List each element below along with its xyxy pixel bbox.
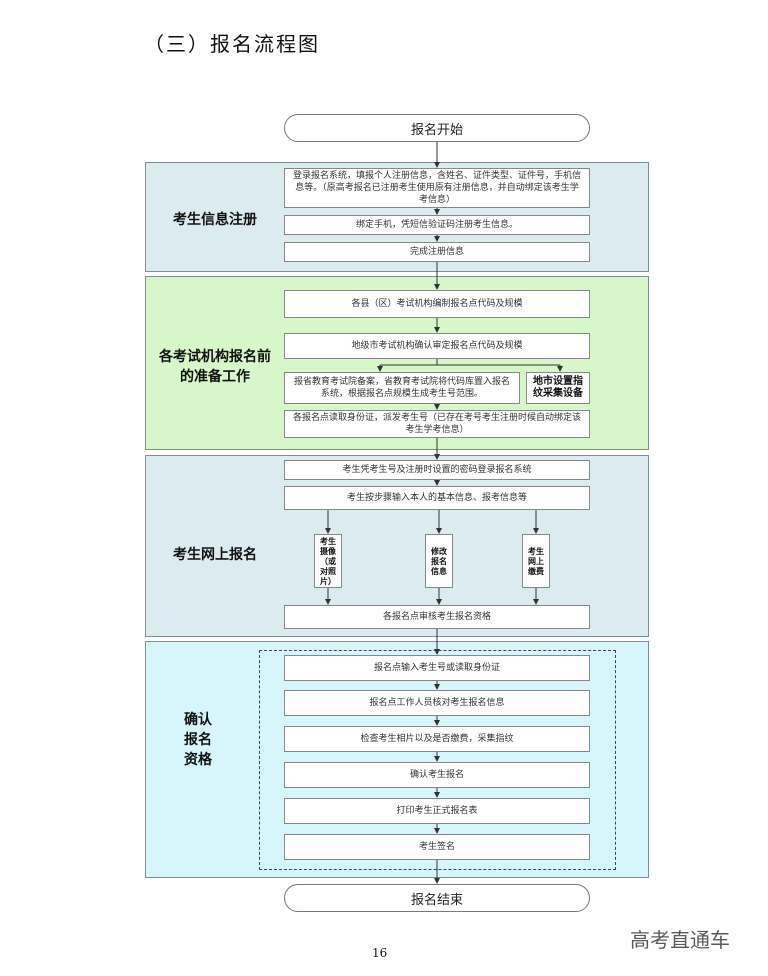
- step-photo: 考生摄像（或对照片）: [314, 534, 342, 588]
- step-login-system: 考生凭考生号及注册时设置的密码登录报名系统: [284, 460, 590, 480]
- step-sign: 考生签名: [284, 834, 590, 860]
- step-print-form: 打印考生正式报名表: [284, 798, 590, 824]
- step-fingerprint-device: 地市设置指纹采集设备: [526, 372, 590, 404]
- section-preparation-label: 各考试机构报名前的准备工作: [159, 349, 271, 385]
- step-review-eligibility: 各报名点审核考生报名资格: [284, 605, 590, 629]
- page-number: 16: [372, 946, 388, 960]
- step-online-payment: 考生网上缴费: [522, 534, 550, 588]
- step-login-register: 登录报名系统，填报个人注册信息，含姓名、证件类型、证件号，手机信息等。（原高考报…: [284, 168, 590, 208]
- start-terminal: 报名开始: [284, 114, 590, 142]
- step-complete-registration: 完成注册信息: [284, 242, 590, 262]
- step-modify-info: 修改报名信息: [425, 534, 453, 588]
- end-terminal: 报名结束: [284, 884, 590, 912]
- step-verify-info: 报名点工作人员核对考生报名信息: [284, 690, 590, 716]
- page-heading: （三）报名流程图: [144, 32, 320, 56]
- step-county-codes: 各县（区）考试机构编制报名点代码及规模: [284, 290, 590, 318]
- section-confirmation-label: 确认报名资格: [184, 712, 212, 768]
- step-city-confirm: 地级市考试机构确认审定报名点代码及规模: [284, 333, 590, 359]
- step-issue-exam-number: 各报名点读取身份证，派发考生号（已存在考号考生注册时候自动绑定该考生学考信息）: [284, 410, 590, 438]
- step-confirm-signup: 确认考生报名: [284, 762, 590, 788]
- step-input-info: 考生按步骤输入本人的基本信息、报考信息等: [284, 486, 590, 510]
- step-bind-phone: 绑定手机，凭短信验证码注册考生信息。: [284, 215, 590, 235]
- step-input-id: 报名点输入考生号或读取身份证: [284, 655, 590, 681]
- watermark-text: 高考直通车: [630, 928, 730, 952]
- section-registration-label: 考生信息注册: [173, 212, 257, 228]
- step-province-filing: 报省教育考试院备案，省教育考试院将代码库置入报名系统，根据报名点规模生成考生号范…: [284, 372, 520, 404]
- section-online-signup-label: 考生网上报名: [173, 547, 257, 563]
- step-check-photo: 检查考生相片以及是否缴费，采集指纹: [284, 726, 590, 752]
